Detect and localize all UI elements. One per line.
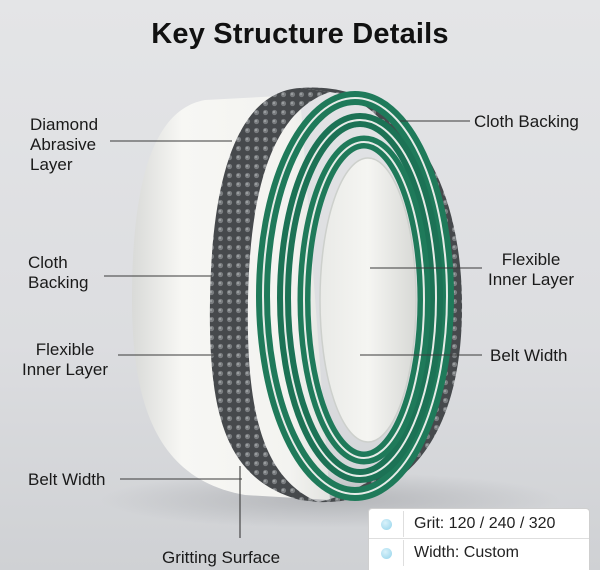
label-line: Inner Layer	[22, 360, 108, 379]
spec-row-width: Width: Custom	[369, 540, 589, 566]
label-line: Abrasive	[30, 135, 97, 154]
label-cloth-backing-left: Cloth Backing	[28, 253, 88, 293]
label-line: Flexible	[501, 250, 561, 269]
label-flexible-inner-layer-right: Flexible Inner Layer	[488, 250, 574, 290]
bullet-dot-icon	[369, 511, 404, 537]
label-line: Cloth	[28, 253, 68, 272]
label-line: Backing	[28, 273, 89, 292]
label-cloth-backing-right: Cloth Backing	[474, 112, 579, 131]
bullet-dot-icon	[369, 540, 404, 566]
spec-divider	[369, 538, 589, 539]
label-diamond-abrasive-layer: Diamond Abrasive Layer	[30, 115, 98, 175]
label-line: Inner Layer	[488, 270, 574, 289]
label-belt-width-right: Belt Width	[490, 346, 568, 365]
spec-row-grit: Grit: 120 / 240 / 320	[369, 511, 589, 537]
label-flexible-inner-layer-left: Flexible Inner Layer	[22, 340, 108, 380]
label-belt-width-left: Belt Width	[28, 470, 106, 489]
label-line: Flexible	[35, 340, 95, 359]
spec-text: Width: Custom	[414, 544, 519, 561]
page-title: Key Structure Details	[151, 18, 449, 50]
label-gritting-surface: Gritting Surface	[162, 548, 281, 567]
label-line: Layer	[30, 155, 73, 174]
spec-text: Grit: 120 / 240 / 320	[414, 515, 556, 532]
label-line: Diamond	[30, 115, 99, 134]
spec-table: Grit: 120 / 240 / 320 Width: Custom	[368, 508, 590, 570]
